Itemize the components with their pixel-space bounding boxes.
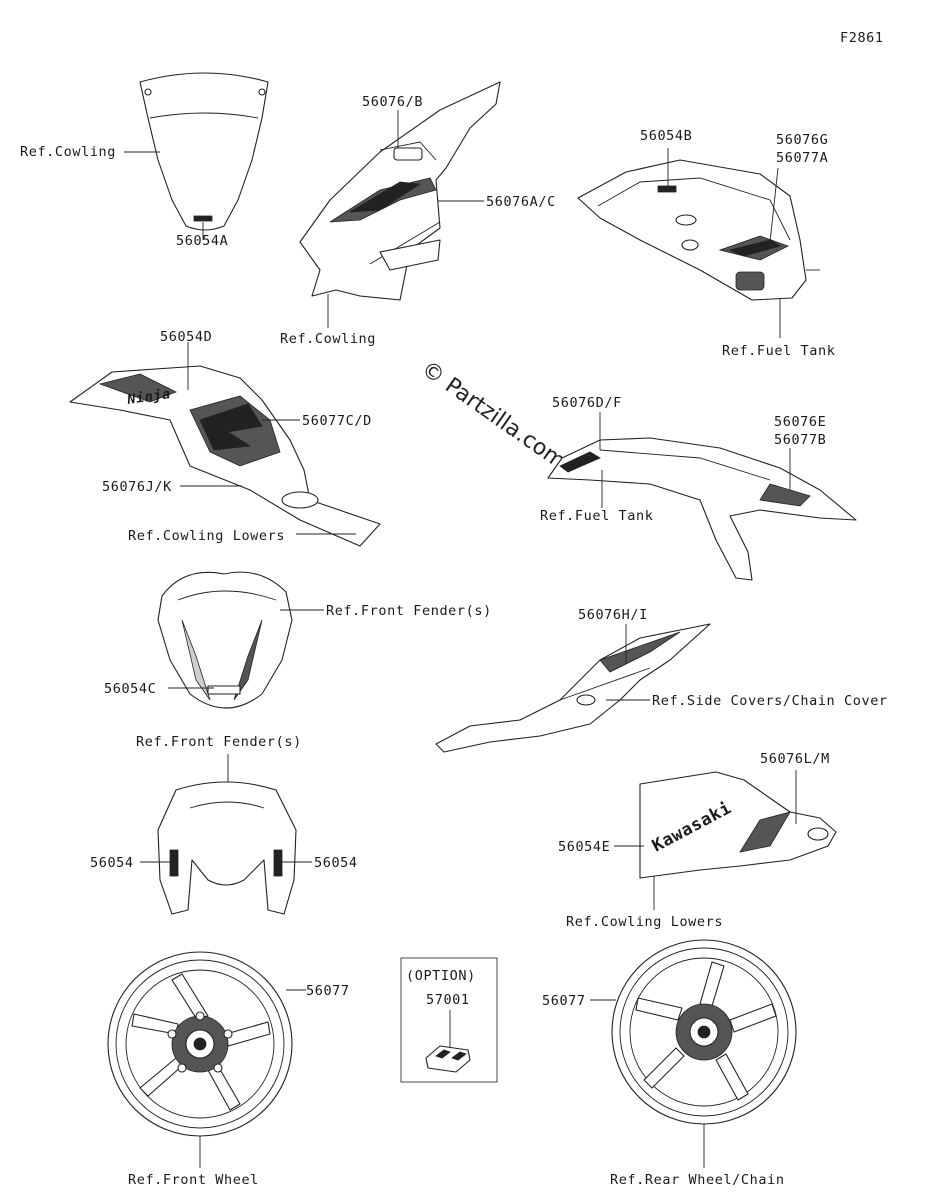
label-56077-right: 56077 <box>542 993 586 1009</box>
label-56054E: 56054E <box>558 839 610 855</box>
label-ref-fuel-tank-2: Ref.Fuel Tank <box>540 508 653 524</box>
label-56076D-F: 56076D/F <box>552 395 622 411</box>
label-56077-left: 56077 <box>306 983 350 999</box>
tank-side-shroud-part[interactable] <box>547 437 857 581</box>
front-wheel-part[interactable] <box>107 951 293 1137</box>
label-ref-cowling-lowers-1: Ref.Cowling Lowers <box>128 528 285 544</box>
tail-piece-part[interactable] <box>435 623 711 753</box>
option-box-title: (OPTION) <box>406 968 476 984</box>
label-56054A: 56054A <box>176 233 228 249</box>
kawasaki-lower-cowl-part[interactable]: Kawasaki <box>639 771 837 879</box>
label-56054C: 56054C <box>104 681 156 697</box>
label-ref-rear-wheel: Ref.Rear Wheel/Chain <box>610 1172 785 1188</box>
label-56077A: 56077A <box>776 150 828 166</box>
upper-cowl-part[interactable] <box>299 81 501 301</box>
label-56076A-C: 56076A/C <box>486 194 556 210</box>
ninja-logo: Ninja <box>125 386 171 408</box>
label-ref-front-fender-2: Ref.Front Fender(s) <box>136 734 302 750</box>
windscreen-part[interactable] <box>139 72 269 231</box>
label-56076H-I: 56076H/I <box>578 607 648 623</box>
label-ref-cowling-2: Ref.Cowling <box>280 331 376 347</box>
figure-id: F2861 <box>840 30 884 46</box>
label-ref-cowling-lowers-2: Ref.Cowling Lowers <box>566 914 723 930</box>
label-ref-front-fender-1: Ref.Front Fender(s) <box>326 603 492 619</box>
label-56077C-D: 56077C/D <box>302 413 372 429</box>
front-fender-part[interactable] <box>157 571 293 709</box>
option-clip-part[interactable] <box>425 1045 471 1073</box>
watermark: © Partzilla.com <box>417 356 570 474</box>
label-56076J-K: 56076J/K <box>102 479 172 495</box>
label-56076E: 56076E <box>774 414 826 430</box>
label-56076-B: 56076/B <box>362 94 423 110</box>
label-56054-left: 56054 <box>90 855 134 871</box>
label-56076L-M: 56076L/M <box>760 751 830 767</box>
label-56054D: 56054D <box>160 329 212 345</box>
label-56077B: 56077B <box>774 432 826 448</box>
label-ref-fuel-tank-1: Ref.Fuel Tank <box>722 343 835 359</box>
label-56054-right: 56054 <box>314 855 358 871</box>
label-56076G: 56076G <box>776 132 828 148</box>
label-ref-front-wheel: Ref.Front Wheel <box>128 1172 259 1188</box>
front-fork-cover-part[interactable] <box>157 781 297 915</box>
fuel-tank-cover-part[interactable] <box>577 159 820 301</box>
label-56054B: 56054B <box>640 128 692 144</box>
label-57001: 57001 <box>426 992 470 1008</box>
label-ref-cowling-1: Ref.Cowling <box>20 144 116 160</box>
option-box: (OPTION) 57001 <box>400 957 498 1083</box>
ninja-side-panel-part[interactable]: Ninja <box>69 365 381 547</box>
label-ref-side-covers: Ref.Side Covers/Chain Cover <box>652 693 888 709</box>
rear-wheel-part[interactable] <box>611 939 797 1125</box>
